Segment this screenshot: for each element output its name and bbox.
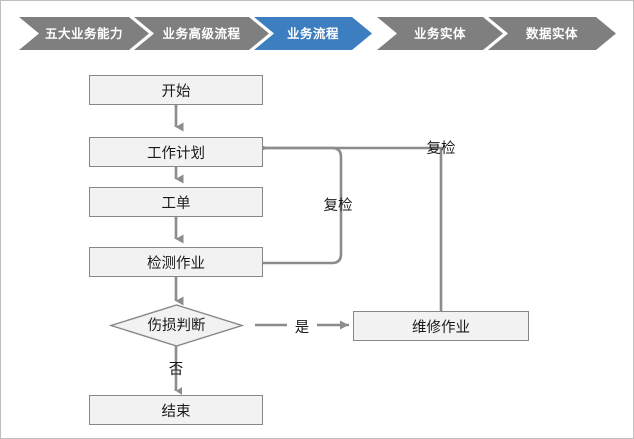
breadcrumb-chevron-3[interactable] [377, 17, 503, 50]
breadcrumb-chevron-0[interactable] [19, 17, 149, 50]
node-work-order-label: 工单 [161, 195, 191, 212]
breadcrumb [1, 17, 633, 50]
breadcrumb-chevron-2[interactable] [254, 17, 372, 50]
node-inspection[interactable]: 检测作业 [89, 247, 263, 277]
breadcrumb-chevron-1[interactable] [134, 17, 269, 50]
node-work-order[interactable]: 工单 [89, 187, 263, 217]
node-start-label: 开始 [161, 83, 191, 100]
edge-label-recheck-outer: 复检 [426, 141, 456, 157]
node-end-label: 结束 [161, 403, 191, 420]
breadcrumb-chevron-4[interactable] [488, 17, 616, 50]
node-end[interactable]: 结束 [89, 395, 263, 425]
node-work-plan-label: 工作计划 [147, 145, 205, 162]
edge-label-recheck-inner: 复检 [323, 198, 353, 214]
edge-label-yes: 是 [294, 320, 310, 336]
node-start[interactable]: 开始 [89, 75, 263, 105]
edge-label-no: 否 [168, 362, 184, 378]
node-work-plan[interactable]: 工作计划 [89, 137, 263, 167]
node-repair-label: 维修作业 [412, 319, 470, 336]
node-inspection-label: 检测作业 [147, 255, 205, 272]
node-repair[interactable]: 维修作业 [353, 311, 529, 341]
node-decision[interactable] [109, 303, 244, 348]
edge-repair-recheck-loop [259, 146, 443, 311]
